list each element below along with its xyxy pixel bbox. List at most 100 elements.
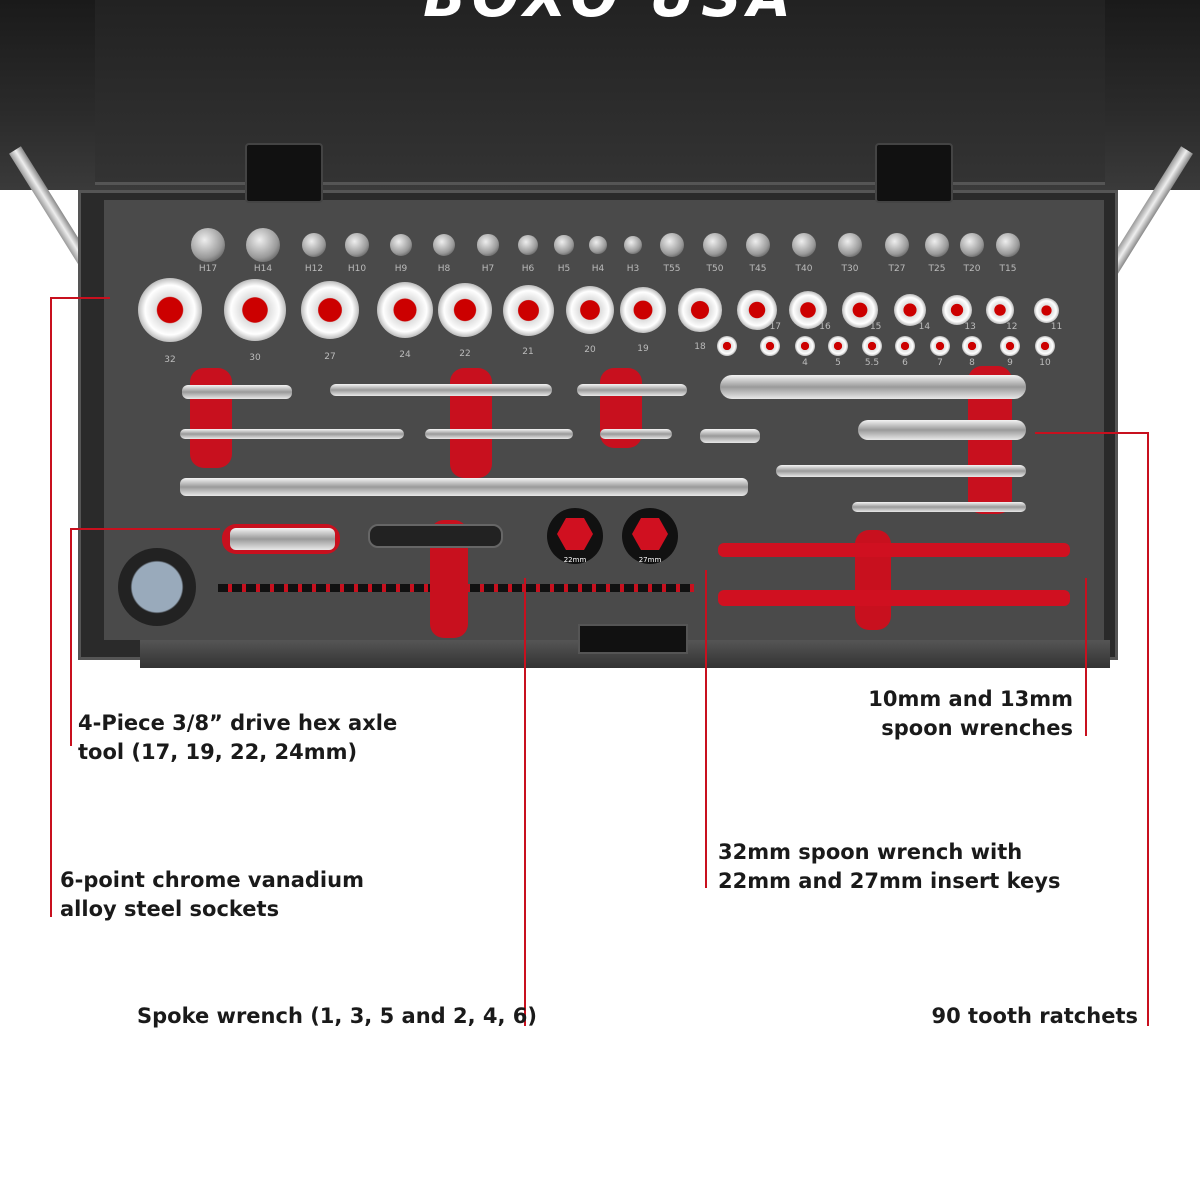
bit-socket — [433, 234, 455, 256]
bit-socket — [588, 235, 608, 255]
small-socket — [930, 336, 950, 356]
bit-socket — [246, 228, 280, 262]
bit-label: T27 — [888, 264, 906, 274]
small-socket-label: 5 — [835, 358, 841, 368]
bit-label: H3 — [626, 264, 640, 274]
callout-line-sockets — [50, 297, 52, 917]
callout-line-ratchets — [1147, 432, 1149, 1026]
spoon-wrench-10-13 — [718, 543, 1070, 557]
foam-cutout — [190, 368, 232, 468]
bit-socket — [996, 233, 1020, 257]
extension-bar — [180, 429, 404, 439]
insert-key-label: 22mm — [563, 556, 587, 564]
caption-line: 22mm and 27mm insert keys — [718, 869, 1061, 893]
small-socket — [760, 336, 780, 356]
small-socket — [962, 336, 982, 356]
hinge-right — [875, 143, 953, 203]
small-socket-label: 6 — [902, 358, 908, 368]
caption-spoke: Spoke wrench (1, 3, 5 and 2, 4, 6) — [137, 1002, 537, 1031]
bit-label: T45 — [749, 264, 767, 274]
small-socket-label: 4 — [802, 358, 808, 368]
bit-socket — [660, 233, 684, 257]
bit-label: H12 — [304, 264, 324, 274]
callout-line-small-spoon — [1085, 578, 1087, 736]
bit-socket — [838, 233, 862, 257]
bit-label: T30 — [841, 264, 859, 274]
caption-hex-axle: 4-Piece 3/8” drive hex axle tool (17, 19,… — [78, 709, 397, 767]
bit-label: T40 — [795, 264, 813, 274]
caption-line: 32mm spoon wrench with — [718, 840, 1023, 864]
bit-label: H5 — [557, 264, 571, 274]
bit-socket — [345, 233, 369, 257]
callout-line-spoon — [705, 570, 707, 888]
callout-line-sockets — [50, 297, 110, 299]
extension-bar — [577, 384, 687, 396]
breaker-bar — [180, 478, 748, 496]
small-socket-label: 9 — [1007, 358, 1013, 368]
socket — [565, 285, 615, 335]
bit-label: T20 — [963, 264, 981, 274]
socket — [1033, 297, 1059, 323]
bit-label: T55 — [663, 264, 681, 274]
ratchet-3-8 — [720, 375, 1026, 399]
caption-ratchets: 90 tooth ratchets — [932, 1002, 1138, 1031]
caption-line: 6-point chrome vanadium — [60, 868, 364, 892]
small-socket — [1000, 336, 1020, 356]
callout-line-ratchets — [1035, 432, 1149, 434]
socket — [941, 294, 973, 326]
bit-socket — [624, 236, 642, 254]
bit-label: H6 — [521, 264, 535, 274]
socket-label: 12 — [1006, 322, 1018, 332]
bit-socket — [703, 233, 727, 257]
caption-line: tool (17, 19, 22, 24mm) — [78, 740, 358, 764]
socket-label: 19 — [637, 343, 649, 354]
spoke-wrench — [368, 524, 503, 548]
bit-socket — [925, 233, 949, 257]
socket — [893, 293, 927, 327]
hinge-left — [245, 143, 323, 203]
bit-socket — [301, 232, 327, 258]
socket-label: 27 — [324, 351, 336, 362]
insert-key-label: 27mm — [638, 556, 662, 564]
brand-logo: BOXO USA — [190, 0, 1030, 18]
bit-socket — [389, 233, 413, 257]
tire-pressure-gauge — [118, 548, 196, 626]
socket-label: 21 — [522, 347, 534, 357]
caption-line: alloy steel sockets — [60, 897, 280, 921]
extension-bar — [600, 429, 672, 439]
small-socket — [795, 336, 815, 356]
socket-label: 18 — [694, 342, 706, 353]
callout-line-hex-axle — [70, 528, 220, 530]
socket — [376, 281, 434, 339]
caption-line: 10mm and 13mm — [868, 687, 1073, 711]
small-socket — [862, 336, 882, 356]
socket — [438, 283, 492, 337]
bit-label: T25 — [928, 264, 946, 274]
bit-label: T15 — [999, 264, 1017, 274]
socket-label: 15 — [869, 322, 882, 332]
caption-spoon: 32mm spoon wrench with 22mm and 27mm inse… — [718, 838, 1061, 896]
caption-line: 90 tooth ratchets — [931, 1004, 1138, 1028]
bit-label: H10 — [347, 264, 367, 274]
socket — [842, 292, 878, 328]
small-socket — [717, 336, 737, 356]
bit-label: H14 — [253, 264, 273, 274]
socket-label: 24 — [399, 350, 411, 361]
socket-label: 32 — [164, 355, 176, 365]
bit-socket — [554, 235, 574, 255]
bit-socket — [746, 233, 770, 257]
extension-bar — [182, 385, 292, 399]
socket — [789, 291, 827, 329]
bit-label: T50 — [706, 264, 724, 274]
socket-label: 22 — [459, 348, 471, 359]
callout-line-spoke — [524, 578, 526, 1026]
socket-label: 14 — [918, 322, 931, 332]
small-socket-label: 5.5 — [864, 358, 880, 368]
spinner-handle — [776, 465, 1026, 477]
bit-socket — [477, 234, 499, 256]
ratchet-1-4 — [858, 420, 1026, 440]
socket-label: 11 — [1050, 322, 1063, 332]
socket-label: 17 — [769, 322, 782, 332]
caption-line: 4-Piece 3/8” drive hex axle — [78, 711, 398, 735]
drawer-latch[interactable] — [578, 624, 688, 654]
